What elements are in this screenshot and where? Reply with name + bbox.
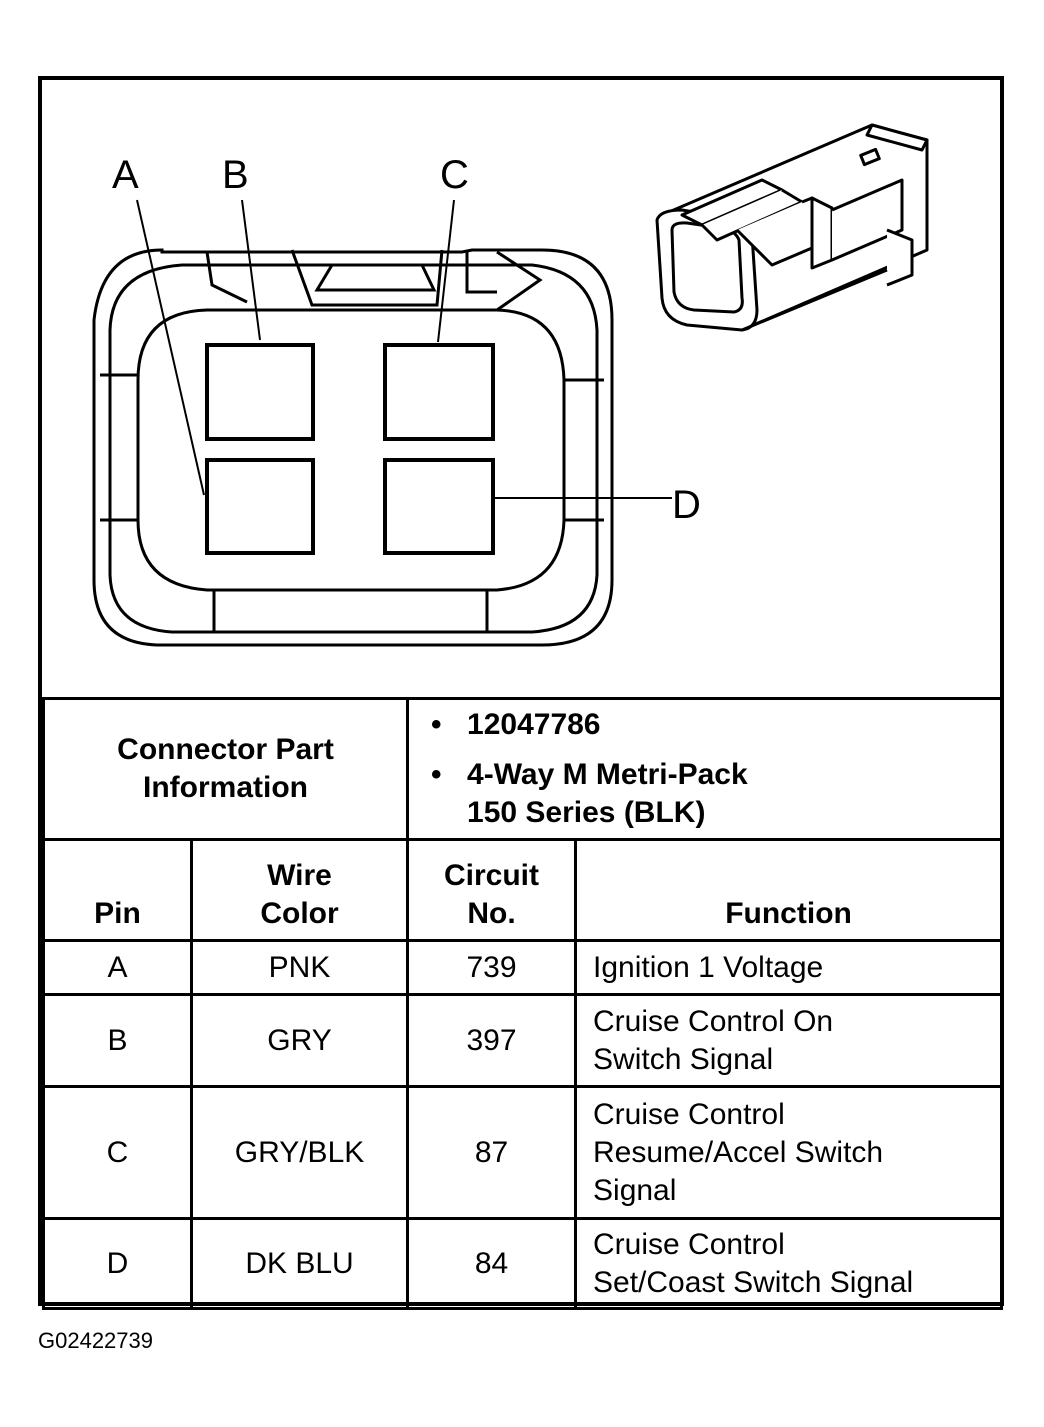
- header-circuit-line2: No.: [467, 897, 516, 930]
- connector-cavity-outline: [136, 308, 566, 592]
- function-line: Cruise Control: [593, 1097, 785, 1131]
- function-line: Set/Coast Switch Signal: [593, 1265, 914, 1299]
- terminal-cavity-c: [383, 343, 495, 441]
- table-row: A PNK 739 Ignition 1 Voltage: [42, 939, 1004, 996]
- connector-face-drawing: A B C D: [92, 123, 929, 647]
- pin-label-c: C: [440, 153, 469, 197]
- cell-function: Cruise Control Resume/Accel Switch Signa…: [574, 1085, 1004, 1220]
- terminal-cavity-b: [205, 343, 315, 441]
- connector-housing-inner-rim: [108, 263, 599, 634]
- cell-function: Cruise Control Set/Coast Switch Signal: [574, 1217, 1004, 1310]
- cell-wire-color: PNK: [189, 939, 410, 996]
- leader-line-b: [241, 199, 261, 341]
- leader-line-a: [136, 199, 205, 496]
- header-wire-color: Wire Color: [189, 838, 410, 942]
- function-line: Cruise Control: [593, 1227, 785, 1261]
- function-line: Cruise Control On: [593, 1004, 834, 1038]
- function-line: Signal: [593, 1173, 677, 1207]
- connector-housing-outline: [92, 248, 614, 647]
- part-number: 12047786: [467, 708, 601, 741]
- table-row: D DK BLU 84 Cruise Control Set/Coast Swi…: [42, 1217, 1004, 1310]
- header-circuit-line1: Circuit: [444, 859, 540, 892]
- header-circuit-no: Circuit No.: [406, 838, 578, 942]
- figure-id: G02422739: [38, 1328, 153, 1353]
- bullet-icon: •: [431, 758, 442, 791]
- connector-info-label-line1: Connector Part: [117, 733, 334, 766]
- header-wire-color-line2: Color: [260, 897, 339, 930]
- connector-type-item: • 4-Way M Metri-Pack 150 Series (BLK): [431, 756, 1000, 832]
- cell-wire-color: DK BLU: [189, 1217, 410, 1310]
- connector-info-label: Connector Part Information: [41, 697, 410, 841]
- cell-circuit: 87: [406, 1085, 578, 1220]
- bullet-icon: •: [431, 708, 442, 741]
- cell-pin: B: [42, 993, 193, 1088]
- cell-wire-color: GRY/BLK: [189, 1085, 410, 1220]
- terminal-cavity-a: [205, 458, 315, 555]
- connector-info-row: Connector Part Information • 12047786 • …: [41, 697, 1004, 841]
- header-wire-color-line1: Wire: [267, 859, 332, 892]
- cell-pin: D: [42, 1217, 193, 1310]
- table-row: C GRY/BLK 87 Cruise Control Resume/Accel…: [42, 1085, 1004, 1220]
- pin-label-b: B: [222, 153, 249, 197]
- connector-face-diagram: A B C D: [42, 80, 1000, 700]
- cell-function: Ignition 1 Voltage: [574, 939, 1004, 996]
- cell-circuit: 739: [406, 939, 578, 996]
- terminal-cavity-d: [383, 458, 495, 555]
- part-number-item: • 12047786: [431, 706, 1000, 744]
- cell-pin: C: [42, 1085, 193, 1220]
- connector-info-details: • 12047786 • 4-Way M Metri-Pack 150 Seri…: [406, 697, 1004, 841]
- cell-circuit: 84: [406, 1217, 578, 1310]
- connector-latch: [290, 249, 444, 307]
- leader-line-c: [437, 199, 455, 343]
- table-row: B GRY 397 Cruise Control On Switch Signa…: [42, 993, 1004, 1088]
- pin-label-a: A: [112, 153, 139, 197]
- cell-wire-color: GRY: [189, 993, 410, 1088]
- header-function: Function: [574, 838, 1004, 942]
- header-pin: Pin: [42, 838, 193, 942]
- connector-figure-frame: A B C D: [38, 76, 1004, 1310]
- function-line: Switch Signal: [593, 1042, 774, 1076]
- cell-pin: A: [42, 939, 193, 996]
- cell-function: Cruise Control On Switch Signal: [574, 993, 1004, 1088]
- function-line: Ignition 1 Voltage: [593, 950, 824, 984]
- connector-info-label-line2: Information: [143, 771, 308, 804]
- table-header-row: Pin Wire Color Circuit No. Function: [42, 838, 1004, 942]
- connector-type-line1: 4-Way M Metri-Pack: [467, 758, 748, 791]
- connector-3d-illustration: [655, 123, 929, 332]
- function-line: Resume/Accel Switch: [593, 1135, 884, 1169]
- connector-pinout-table: Connector Part Information • 12047786 • …: [41, 697, 1004, 1310]
- cell-circuit: 397: [406, 993, 578, 1088]
- connector-type-line2: 150 Series (BLK): [467, 796, 706, 829]
- pin-label-d: D: [672, 483, 701, 527]
